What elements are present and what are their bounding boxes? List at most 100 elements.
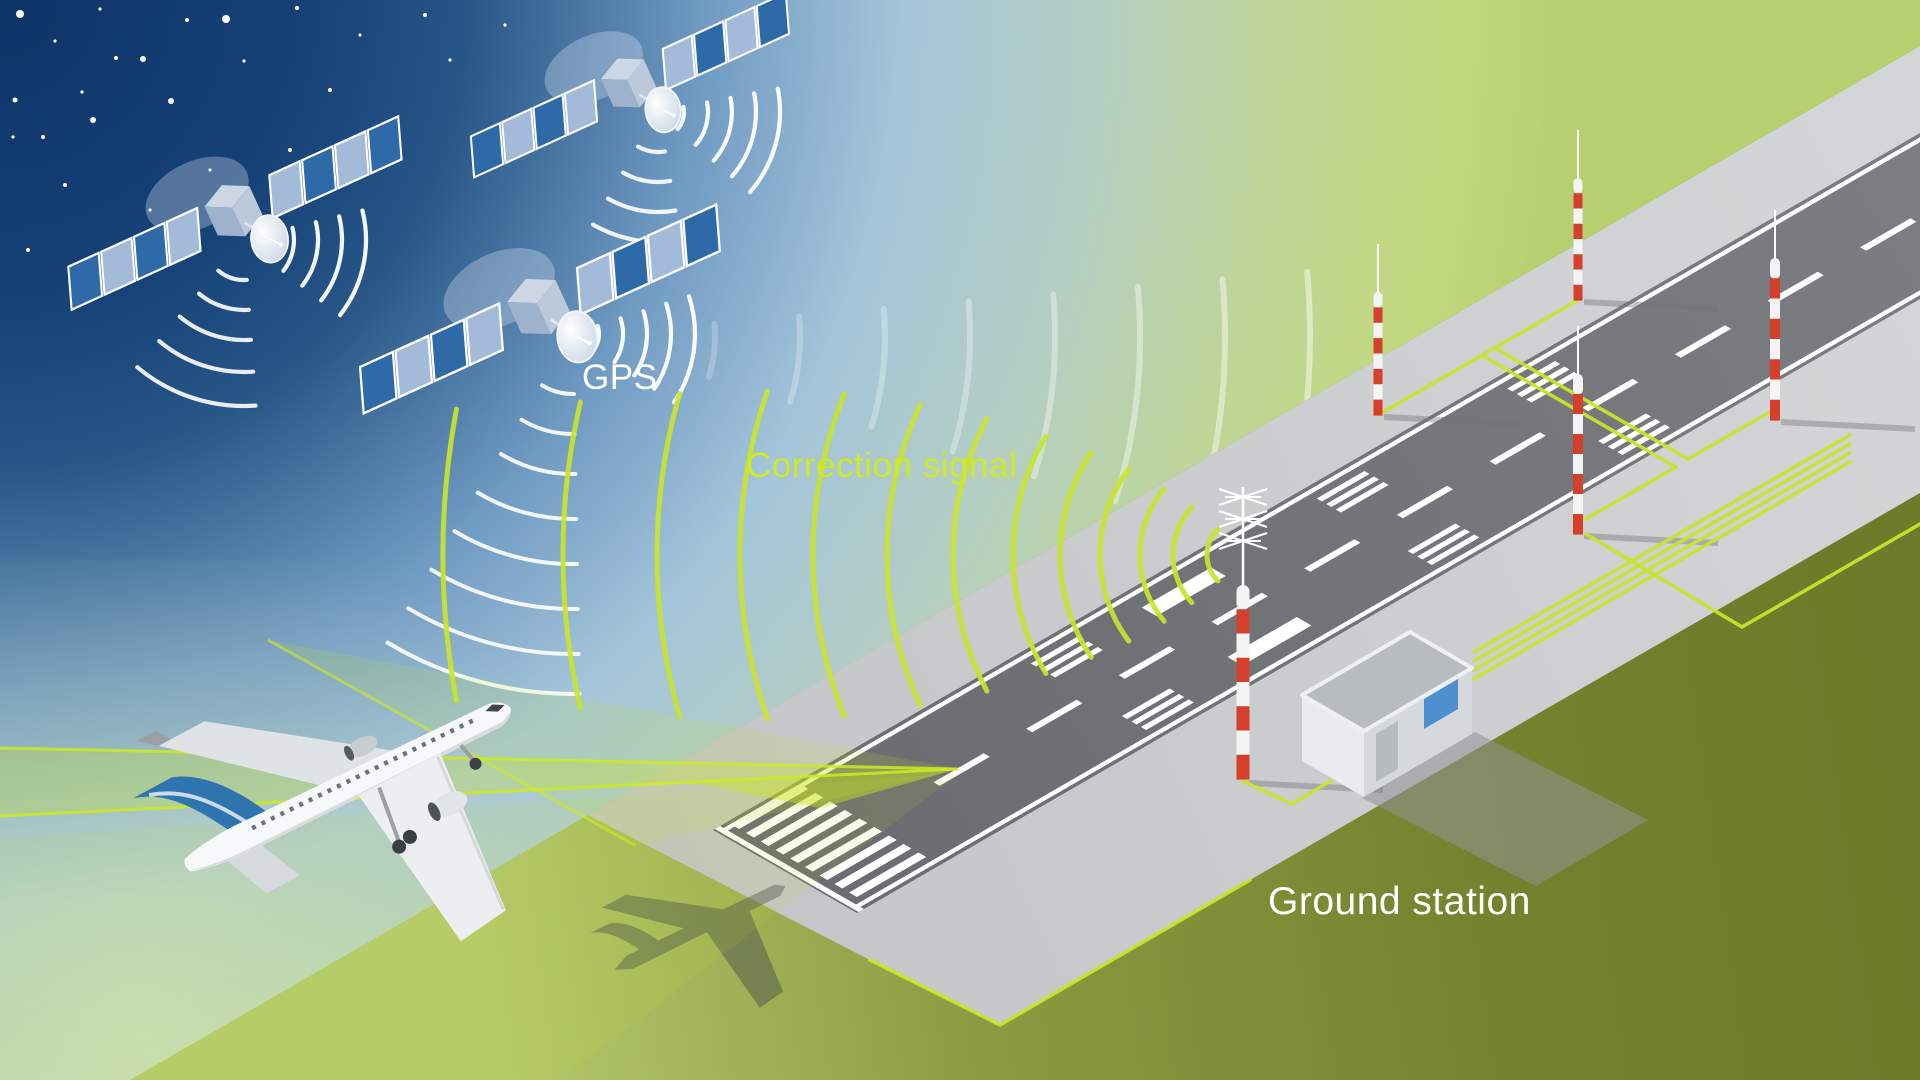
star <box>295 6 299 10</box>
correction-cable <box>1472 460 1852 681</box>
touchdown-zone-stripe <box>1030 636 1084 667</box>
satellite-signal-arc <box>711 95 735 163</box>
threshold-stripe <box>731 784 809 829</box>
pole-stripe <box>1236 706 1250 732</box>
touchdown-zone-stripe <box>1426 534 1480 565</box>
correction-cable <box>1493 346 1690 461</box>
pole-stripe <box>1573 494 1583 515</box>
pole-stripe <box>1236 609 1250 635</box>
striped-antenna-pole <box>1573 326 1583 535</box>
star <box>98 7 102 11</box>
tail-fin-swoosh <box>148 791 249 825</box>
gps-satellite <box>358 202 722 416</box>
striped-antenna-pole <box>1373 244 1383 416</box>
gps-satellites <box>67 0 791 416</box>
correction-signal-arc <box>654 391 683 719</box>
centerline-dash <box>1026 699 1083 733</box>
solar-panel-cell <box>724 5 759 63</box>
satellite-body-left <box>507 302 552 335</box>
satellite-signal-arc <box>635 144 667 155</box>
pole-stripe <box>1573 208 1583 225</box>
satellite-signal-arc <box>519 417 577 437</box>
pole-shadow <box>1383 414 1519 427</box>
star <box>16 10 24 18</box>
star <box>53 39 57 43</box>
centerline-dash <box>933 753 990 786</box>
solar-panel-cell <box>132 221 169 282</box>
correction-cable <box>1584 465 1678 521</box>
threshold-stripe <box>819 835 897 880</box>
correction-signal-arc <box>737 388 770 722</box>
far-engine-intake <box>344 745 355 761</box>
satellite-dish <box>556 310 599 364</box>
star <box>148 208 152 212</box>
touchdown-zone-stripe <box>1316 471 1370 502</box>
star <box>140 56 146 62</box>
aircraft-near-engine <box>431 791 468 818</box>
threshold-stripe <box>760 801 838 846</box>
building-window <box>1424 679 1458 729</box>
gps-wavefront-arc <box>787 313 803 405</box>
pole-stripe <box>1573 414 1583 435</box>
solar-panel-cell <box>532 93 567 151</box>
solar-panel-cell <box>465 301 505 367</box>
touchdown-zone-stripe <box>1140 699 1194 730</box>
threshold-stripe <box>849 852 927 897</box>
correction-cable <box>868 878 1252 1027</box>
beam-apex-wedge <box>690 769 958 808</box>
solar-panel-cell <box>501 107 536 165</box>
solar-panel-cell <box>755 0 791 49</box>
star <box>503 23 507 27</box>
pole-stripe <box>1236 730 1250 756</box>
threshold-stripe <box>746 793 824 838</box>
touchdown-zone-stripe <box>1326 476 1380 507</box>
building-roof <box>1300 630 1474 733</box>
aircraft-far-wing <box>158 721 395 786</box>
touchdown-zone-stripe <box>1598 413 1651 444</box>
satellite-signal-arc <box>281 225 297 273</box>
star <box>222 15 230 23</box>
runway <box>713 133 1920 913</box>
satellite-body-top <box>507 278 556 304</box>
ground-station-building <box>1300 630 1474 797</box>
correction-signal-arc <box>1204 526 1221 584</box>
correction-signal-arc <box>810 391 847 719</box>
reference-antenna-poles <box>1218 130 1780 780</box>
pole-stripe <box>1770 258 1780 279</box>
nose-gear-strut <box>459 744 476 763</box>
pole-stripe <box>1573 254 1583 271</box>
pole-stripe <box>1770 298 1780 320</box>
aircraft-shadow <box>590 884 786 1008</box>
satellite-signal-arc <box>429 567 580 612</box>
star <box>288 148 292 152</box>
touchdown-zone-stripe <box>1040 641 1094 672</box>
touchdown-zone-stripe <box>1526 372 1580 403</box>
pole-stripe <box>1373 292 1383 308</box>
solar-panel-cell <box>301 144 338 205</box>
pole-stripe <box>1573 514 1583 535</box>
pole-stripe <box>1770 339 1780 360</box>
pole-shadow <box>1583 299 1719 312</box>
satellite-body-left <box>600 78 640 108</box>
correction-signal-arc <box>1170 504 1195 606</box>
solar-panels <box>358 202 722 416</box>
gps-satellite <box>469 0 791 179</box>
solar-panels <box>67 114 403 312</box>
pole-stripe <box>1373 399 1383 416</box>
solar-panel-cell <box>366 114 403 175</box>
touchdown-zone-stripe <box>1607 419 1661 450</box>
pole-stripe <box>1373 384 1383 401</box>
cast-shadows <box>590 299 1916 1008</box>
gps-wavefront-arc <box>868 306 888 430</box>
runway-threshold-edge <box>714 826 864 912</box>
pole-stripe <box>1373 368 1383 385</box>
star <box>168 98 174 104</box>
touchdown-zone-stripe <box>1417 529 1470 560</box>
satellite-signal-arc <box>135 365 258 409</box>
correction-cable <box>1376 298 1580 417</box>
aircraft-stabilizer <box>224 843 300 894</box>
correction-cable <box>1686 411 1770 461</box>
satellite-signal-arc <box>406 606 581 657</box>
correction-signal-arc <box>1010 434 1049 676</box>
pole-stripe <box>1236 682 1250 707</box>
